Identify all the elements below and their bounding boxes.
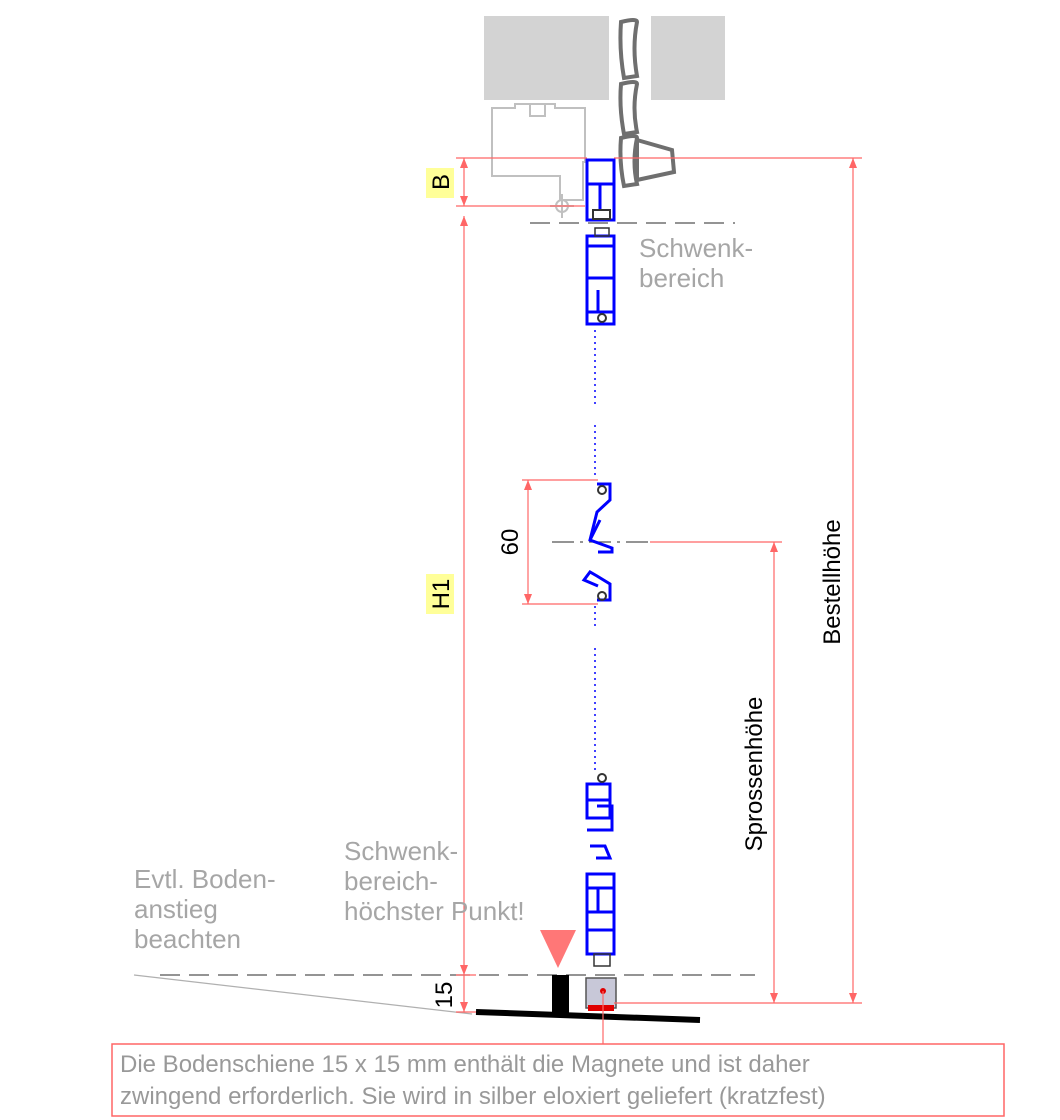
dim-15-label: 15	[431, 982, 458, 1009]
dim-b-label: B	[428, 174, 455, 190]
profile-middle-hinge	[581, 482, 614, 602]
profile-top-panel	[585, 158, 616, 222]
svg-text:Schwenk-: Schwenk-	[344, 836, 458, 866]
dim-60-label: 60	[497, 529, 524, 556]
profile-second-panel	[585, 227, 616, 326]
profile-lower-section	[585, 773, 614, 860]
dimension-arrows	[460, 158, 857, 1012]
boden-anstieg-label: Evtl. Boden- anstieg beachten	[134, 864, 276, 954]
dim-h1-label: H1	[428, 579, 455, 610]
schwenkbereich-bottom-label: Schwenk- bereich- höchster Punkt!	[344, 836, 525, 926]
svg-text:Schwenk-: Schwenk-	[639, 233, 753, 263]
floor-stop-block	[552, 975, 569, 1013]
svg-text:beachten: beachten	[134, 924, 241, 954]
floor-slope-line	[133, 974, 701, 1023]
svg-text:höchster Punkt!: höchster Punkt!	[344, 896, 525, 926]
svg-text:bereich: bereich	[639, 263, 724, 293]
bottom-rail-note: Die Bodenschiene 15 x 15 mm enthält die …	[111, 1043, 1005, 1117]
highest-point-marker	[540, 930, 576, 968]
note-line-2: zwingend erforderlich. Sie wird in silbe…	[120, 1083, 826, 1110]
svg-text:Evtl. Boden-: Evtl. Boden-	[134, 864, 276, 894]
svg-text:bereich-: bereich-	[344, 866, 438, 896]
curved-bracket-segments	[618, 18, 677, 189]
note-line-1: Die Bodenschiene 15 x 15 mm enthält die …	[120, 1051, 810, 1078]
dim-h1-highlight	[426, 574, 454, 614]
dim-b-highlight	[426, 168, 454, 198]
bottom-rail	[585, 977, 617, 1044]
bestellhoehe-label: Bestellhöhe	[819, 519, 846, 644]
sprossenhoehe-label: Sprossenhöhe	[741, 697, 768, 852]
schwenkbereich-top-label: Schwenk- bereich	[639, 233, 753, 293]
svg-text:anstieg: anstieg	[134, 894, 218, 924]
profile-bottom-panel	[585, 872, 616, 967]
mounting-bracket-outline	[491, 103, 586, 218]
ceiling-wall	[484, 16, 725, 100]
